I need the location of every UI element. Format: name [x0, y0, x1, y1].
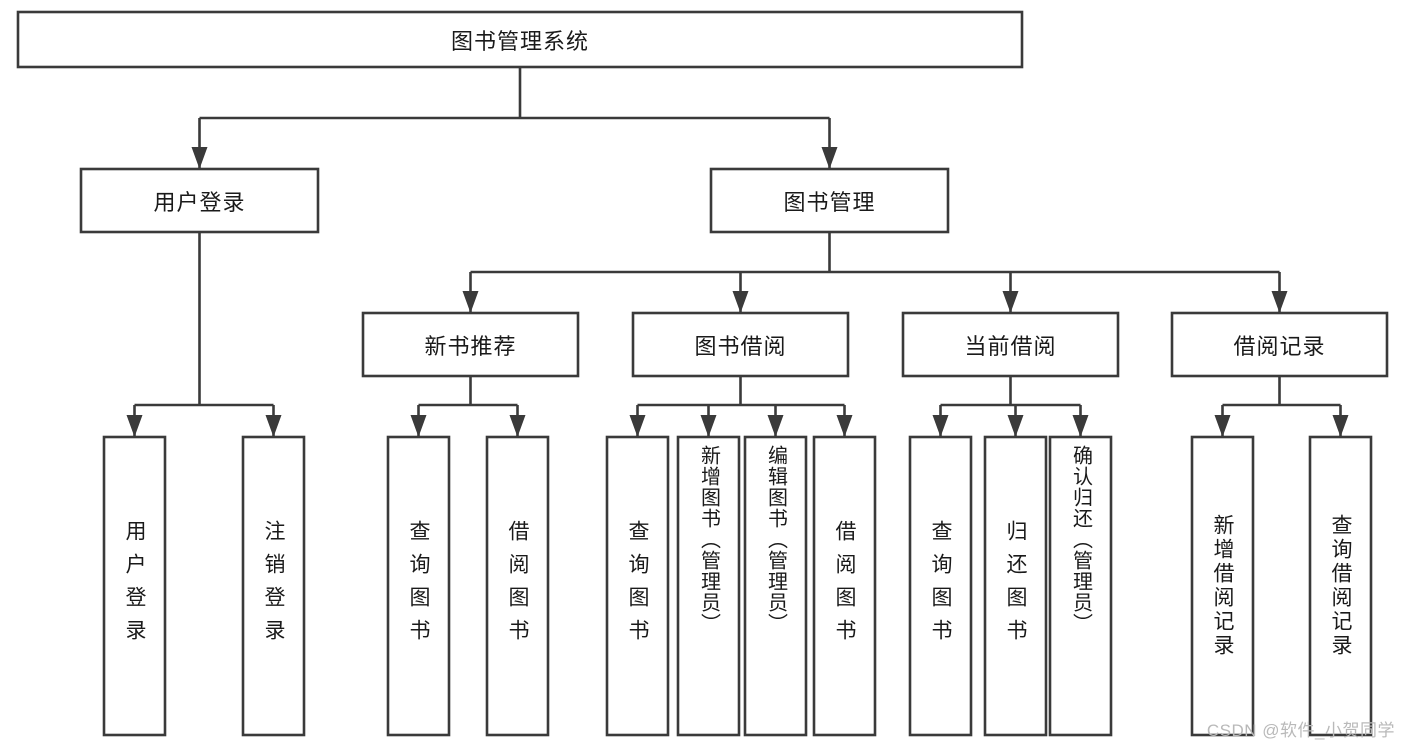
node-box-leaf-edit-book[interactable] — [743, 435, 808, 737]
node-box-leaf-query-book-borrow[interactable] — [605, 435, 670, 737]
node-box-current-borrow[interactable] — [901, 311, 1120, 378]
arrow-head-icon — [1007, 415, 1024, 437]
node-box-book-manage[interactable] — [709, 167, 950, 234]
arrow-head-icon — [836, 415, 853, 437]
node-box-user-login[interactable] — [79, 167, 320, 234]
node-box-leaf-confirm-return[interactable] — [1048, 435, 1113, 737]
node-box-new-book-rec[interactable] — [361, 311, 580, 378]
arrow-head-icon — [1002, 291, 1019, 313]
node-box-leaf-query-book-rec[interactable] — [386, 435, 451, 737]
arrow-head-icon — [1072, 415, 1089, 437]
arrow-head-icon — [1214, 415, 1231, 437]
arrow-head-icon — [1271, 291, 1288, 313]
node-box-leaf-return-book[interactable] — [983, 435, 1048, 737]
arrow-head-icon — [191, 147, 208, 169]
connectors-layer — [126, 67, 1349, 437]
arrow-head-icon — [821, 147, 838, 169]
node-box-leaf-user-login[interactable] — [102, 435, 167, 737]
node-box-book-borrow[interactable] — [631, 311, 850, 378]
arrow-head-icon — [932, 415, 949, 437]
arrow-head-icon — [265, 415, 282, 437]
node-box-leaf-borrow-book-rec[interactable] — [485, 435, 550, 737]
arrow-head-icon — [700, 415, 717, 437]
node-box-leaf-query-book-cur[interactable] — [908, 435, 973, 737]
node-box-borrow-record[interactable] — [1170, 311, 1389, 378]
arrow-head-icon — [126, 415, 143, 437]
arrow-head-icon — [767, 415, 784, 437]
arrow-head-icon — [462, 291, 479, 313]
node-box-leaf-borrow-book[interactable] — [812, 435, 877, 737]
arrow-head-icon — [410, 415, 427, 437]
node-box-leaf-add-book[interactable] — [676, 435, 741, 737]
boxes-layer — [16, 10, 1389, 737]
arrow-head-icon — [732, 291, 749, 313]
watermark-text: CSDN @软件_小贺同学 — [1206, 721, 1395, 740]
arrow-head-icon — [1332, 415, 1349, 437]
node-box-leaf-add-record[interactable] — [1190, 435, 1255, 737]
arrow-head-icon — [509, 415, 526, 437]
arrow-head-icon — [629, 415, 646, 437]
node-box-leaf-query-record[interactable] — [1308, 435, 1373, 737]
node-box-leaf-logout[interactable] — [241, 435, 306, 737]
node-box-root[interactable] — [16, 10, 1024, 69]
